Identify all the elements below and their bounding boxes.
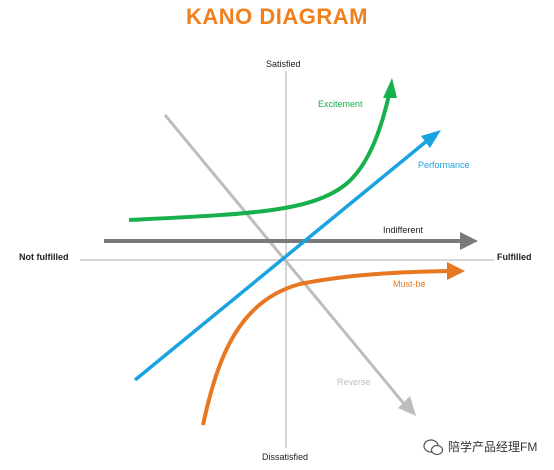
axis-label-right: Fulfilled xyxy=(497,252,532,262)
diagram-title: KANO DIAGRAM xyxy=(186,4,368,29)
must-be-label: Must-be xyxy=(393,279,426,289)
performance-line xyxy=(133,138,430,382)
excitement-arrowhead xyxy=(383,78,397,98)
axis-label-left: Not fulfilled xyxy=(19,252,69,262)
excitement-label: Excitement xyxy=(318,99,363,109)
performance-arrowhead xyxy=(421,130,441,148)
reverse-label: Reverse xyxy=(337,377,371,387)
indifferent-arrowhead xyxy=(460,232,478,250)
excitement-curve xyxy=(128,94,391,222)
axis-label-bottom: Dissatisfied xyxy=(262,452,309,462)
must-be-arrowhead xyxy=(447,262,465,280)
reverse-arrowhead xyxy=(398,396,416,416)
performance-label: Performance xyxy=(418,160,470,170)
reverse-line xyxy=(163,114,407,406)
watermark-text: 陪学产品经理FM xyxy=(448,440,538,454)
indifferent-label: Indifferent xyxy=(383,225,423,235)
wechat-icon xyxy=(423,439,444,456)
must-be-curve xyxy=(201,269,449,426)
watermark: 陪学产品经理FM xyxy=(424,438,537,455)
axis-label-top: Satisfied xyxy=(266,59,301,69)
